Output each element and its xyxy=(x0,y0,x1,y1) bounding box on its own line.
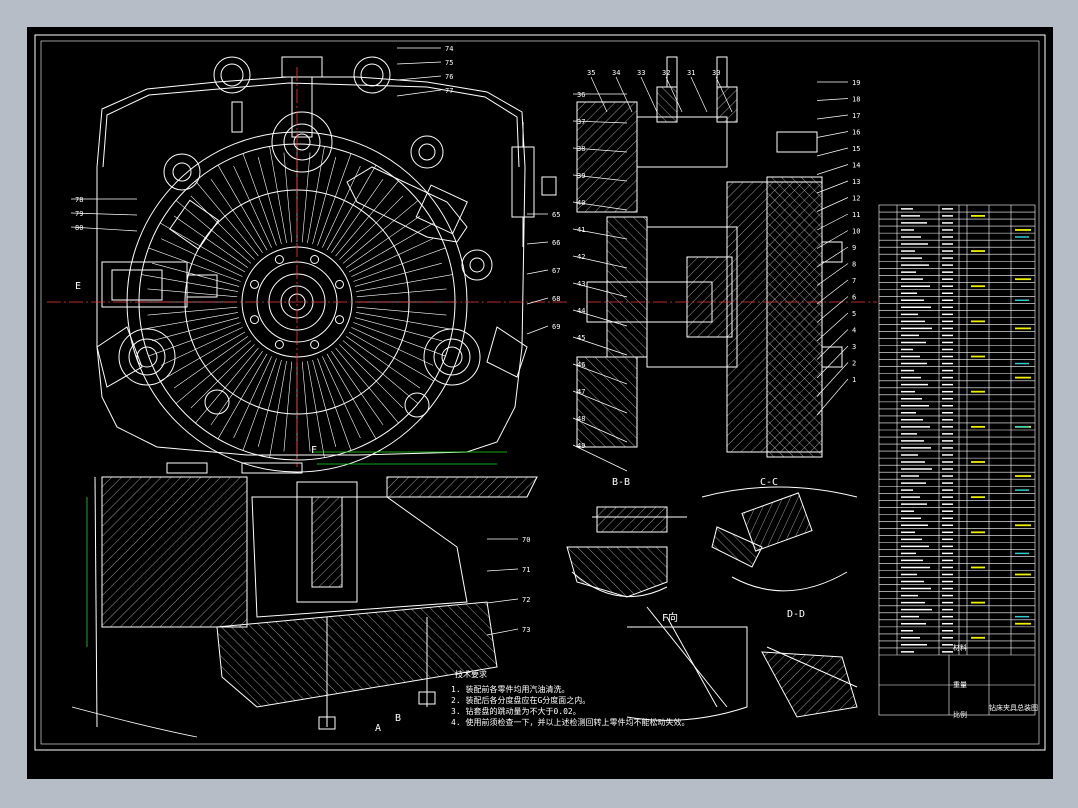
title-block-drawing-name: 钻床夹具总装图 xyxy=(989,703,1038,712)
note-line-2: 2. 装配后各分度盘应在G分度面之内。 xyxy=(451,695,590,705)
callout-ft-77: 77 xyxy=(445,87,453,95)
callout-sr-10: 10 xyxy=(852,228,860,236)
notes-title: 技术要求 xyxy=(455,669,487,679)
callout-sr-14: 14 xyxy=(852,162,860,170)
section-c-c xyxy=(701,486,858,592)
view-labels: B-B C-C F向 D-D A B E F xyxy=(75,281,805,734)
assembly-drawing: B-B C-C F向 D-D A B E F 技术要求 1. 装配前各零件均用汽… xyxy=(34,34,1046,751)
callout-sl-39: 39 xyxy=(577,172,585,180)
callout-st-30: 30 xyxy=(712,69,720,77)
note-line-3: 3. 钻套盘的跳动量为不大于0.02。 xyxy=(451,706,581,716)
bottom-section-view xyxy=(71,451,538,738)
callout-sr-5: 5 xyxy=(852,310,856,318)
callout-sr-11: 11 xyxy=(852,211,860,219)
callout-sr-9: 9 xyxy=(852,244,856,252)
label-section-b: B-B xyxy=(612,477,630,488)
label-marker-b: B xyxy=(395,713,401,724)
title-block-material: 材料 xyxy=(953,643,967,652)
callout-ft-75: 75 xyxy=(445,59,453,67)
view-f xyxy=(626,606,748,721)
callout-sr-8: 8 xyxy=(852,261,856,269)
callout-sl-47: 47 xyxy=(577,388,585,396)
callout-leaders xyxy=(70,47,849,636)
callout-sl-46: 46 xyxy=(577,361,585,369)
title-block-scale: 比例 xyxy=(953,710,967,719)
callout-sl-45: 45 xyxy=(577,334,585,342)
callout-fr-67: 67 xyxy=(552,267,560,275)
callout-st-31: 31 xyxy=(687,69,695,77)
label-view-f: F向 xyxy=(662,611,678,624)
callout-sr-17: 17 xyxy=(852,112,860,120)
label-marker-f: F xyxy=(311,445,317,456)
front-center-lines xyxy=(47,67,567,467)
callout-sr-7: 7 xyxy=(852,277,856,285)
callout-br-71: 71 xyxy=(522,566,530,574)
callout-sl-49: 49 xyxy=(577,442,585,450)
callout-fr-65: 65 xyxy=(552,211,560,219)
inner-border-2 xyxy=(40,40,1040,745)
callout-st-35: 35 xyxy=(587,69,595,77)
callout-br-70: 70 xyxy=(522,536,530,544)
callout-sr-18: 18 xyxy=(852,96,860,104)
parts-list-table xyxy=(878,204,1036,716)
callout-sl-37: 37 xyxy=(577,118,585,126)
label-section-c: C-C xyxy=(760,477,778,488)
section-b-b xyxy=(566,506,687,598)
callout-st-34: 34 xyxy=(612,69,620,77)
callout-numbers: 7475767778798065666768691918171615141312… xyxy=(75,45,860,634)
callout-ft-76: 76 xyxy=(445,73,453,81)
callout-sr-15: 15 xyxy=(852,145,860,153)
callout-sr-6: 6 xyxy=(852,294,856,302)
callout-sr-16: 16 xyxy=(852,129,860,137)
callout-st-33: 33 xyxy=(637,69,645,77)
callout-ft-74: 74 xyxy=(445,45,453,53)
note-line-1: 1. 装配前各零件均用汽油清洗。 xyxy=(451,684,569,694)
title-block-labels: 材料 重量 比例 钻床夹具总装图 xyxy=(953,643,1038,719)
title-block-weight: 重量 xyxy=(953,681,967,689)
cad-drawing-sheet: B-B C-C F向 D-D A B E F 技术要求 1. 装配前各零件均用汽… xyxy=(27,27,1053,779)
callout-br-73: 73 xyxy=(522,626,530,634)
note-line-4: 4. 使用前须检查一下，并以上述检测回转上零件均不能松动失效。 xyxy=(451,717,689,727)
section-d-d xyxy=(761,646,858,718)
callout-sl-44: 44 xyxy=(577,307,585,315)
callout-sr-12: 12 xyxy=(852,195,860,203)
callout-sl-40: 40 xyxy=(577,199,585,207)
callout-fl-80: 80 xyxy=(75,224,83,232)
callout-sl-38: 38 xyxy=(577,145,585,153)
callout-sr-3: 3 xyxy=(852,343,856,351)
callout-sl-41: 41 xyxy=(577,226,585,234)
callout-br-72: 72 xyxy=(522,596,530,604)
callout-st-32: 32 xyxy=(662,69,670,77)
callout-fl-79: 79 xyxy=(75,210,83,218)
callout-sr-4: 4 xyxy=(852,327,856,335)
callout-sr-13: 13 xyxy=(852,178,860,186)
technical-notes: 技术要求 1. 装配前各零件均用汽油清洗。 2. 装配后各分度盘应在G分度面之内… xyxy=(451,669,689,727)
label-marker-e: E xyxy=(75,281,81,292)
callout-sr-2: 2 xyxy=(852,360,856,368)
callout-sl-48: 48 xyxy=(577,415,585,423)
side-section-view xyxy=(576,56,877,458)
inner-border xyxy=(34,34,1046,751)
callout-fl-78: 78 xyxy=(75,196,83,204)
callout-fr-69: 69 xyxy=(552,323,560,331)
callout-sr-1: 1 xyxy=(852,376,856,384)
label-section-d: D-D xyxy=(787,609,805,620)
label-marker-a: A xyxy=(375,723,381,734)
callout-fr-68: 68 xyxy=(552,295,560,303)
callout-sr-19: 19 xyxy=(852,79,860,87)
front-view xyxy=(96,56,557,473)
callout-fr-66: 66 xyxy=(552,239,560,247)
callout-sl-43: 43 xyxy=(577,280,585,288)
callout-sl-42: 42 xyxy=(577,253,585,261)
callout-sl-36: 36 xyxy=(577,91,585,99)
